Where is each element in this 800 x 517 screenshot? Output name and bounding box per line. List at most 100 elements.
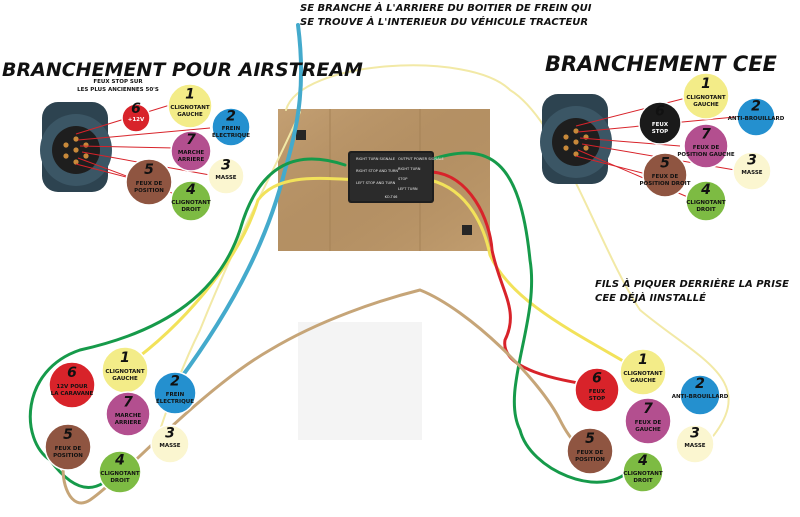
pin-number: 6 (655, 104, 665, 120)
pin-circle (732, 151, 772, 191)
pin-circle (619, 348, 667, 396)
pin-label: MASSE (684, 443, 705, 449)
pin-label: GAUCHE (177, 112, 203, 118)
pin-number: 6 (131, 101, 141, 117)
pin-number: 7 (186, 132, 196, 148)
pin-number: 3 (747, 152, 757, 168)
wire-red-right (430, 170, 592, 387)
pin-label: GAUCHE (112, 376, 138, 382)
pin-label: ARRIERE (115, 420, 142, 426)
pin-circle (170, 130, 212, 172)
pin-label: +12V (128, 117, 145, 123)
pin-number: 1 (185, 86, 195, 102)
pin-label: MARCHE (178, 150, 205, 156)
control-box: RIGHT TURN SIGNALE RIGHT STOP AND TURN LEF… (348, 151, 445, 203)
pin-label: FEUX DE (693, 145, 720, 151)
pin-label: ANTI-BROUILLARD (672, 394, 729, 400)
right-title: BRANCHEMENT CEE (545, 52, 778, 76)
pin-label: FEUX (589, 389, 606, 395)
left-footnote-line2: LES PLUS ANCIENNES 50'S (77, 87, 159, 93)
box-left-label: RIGHT STOP AND TURN (356, 169, 398, 173)
pin-circle (48, 361, 96, 409)
box-left-label: LEFT STOP AND TURN (356, 181, 396, 185)
pin-label: CLIGNOTANT (171, 200, 211, 206)
pin-number: 4 (185, 182, 196, 198)
pin-label: CLIGNOTANT (623, 371, 663, 377)
pin-label: DROIT (696, 207, 716, 213)
box-right-label: LEFT TURN (398, 187, 418, 191)
pin-label: POSITION DROIT (640, 181, 691, 187)
pin-circle (682, 72, 730, 120)
pin-circle (566, 427, 614, 475)
box-right-label: RIGHT TURN (398, 167, 421, 171)
pin-circle (207, 157, 245, 195)
box-right-label: STOP (398, 177, 408, 181)
pin-number: 5 (63, 427, 73, 443)
pin-label: POSITION (575, 457, 605, 463)
pin-label: FEUX DE (136, 181, 163, 187)
pin-label: STOP (652, 129, 668, 135)
pin-number: 5 (660, 155, 670, 171)
pin-number: 7 (701, 126, 711, 142)
pin-label: FREIN (166, 392, 185, 398)
right-note-line1: FILS À PIQUER DERRIÈRE LA PRISE (595, 276, 789, 290)
pin-label: LA CARAVANE (51, 391, 94, 397)
pin-circle (638, 101, 682, 145)
pin-number: 5 (144, 162, 154, 178)
box-left-label: RIGHT TURN SIGNALE (356, 157, 396, 161)
pin-label: CLIGNOTANT (170, 105, 210, 111)
pin-label: GAUCHE (630, 378, 656, 384)
left-title: BRANCHEMENT POUR AIRSTREAM (2, 59, 363, 81)
top-note-line2: SE TROUVE À L'INTERIEUR DU VÉHICULE TRAC… (300, 14, 588, 28)
pin-number: 5 (585, 431, 595, 447)
wire-blue (170, 23, 304, 392)
pin-label: FEUX (652, 122, 669, 128)
pin-number: 1 (701, 76, 711, 92)
pin-number: 6 (592, 370, 602, 386)
pin-label: ANTI-BROUILLARD (728, 116, 785, 122)
pin-label: MASSE (215, 175, 236, 181)
pin-label: POSITION (134, 188, 164, 194)
pin-number: 6 (67, 365, 77, 381)
pin-circle (675, 424, 715, 464)
pin-label: CLIGNOTANT (686, 200, 726, 206)
wire-green-left (28, 157, 347, 489)
pin-label: DROIT (633, 478, 653, 484)
pin-circle (44, 423, 92, 471)
pin-number: 7 (643, 401, 653, 417)
pin-circle (98, 450, 142, 494)
box-brand: KO-T46 (385, 195, 399, 199)
pin-circle (105, 391, 151, 437)
pin-circle (150, 424, 190, 464)
pin-label: ARRIERE (178, 157, 205, 163)
pin-number: 3 (221, 158, 231, 174)
pin-label: FEUX DE (577, 450, 604, 456)
pin-number: 1 (120, 350, 130, 366)
pin-number: 4 (700, 182, 711, 198)
socket-right-icon (540, 94, 612, 184)
pin-number: 2 (170, 374, 180, 390)
pin-label: GAUCHE (635, 427, 661, 433)
